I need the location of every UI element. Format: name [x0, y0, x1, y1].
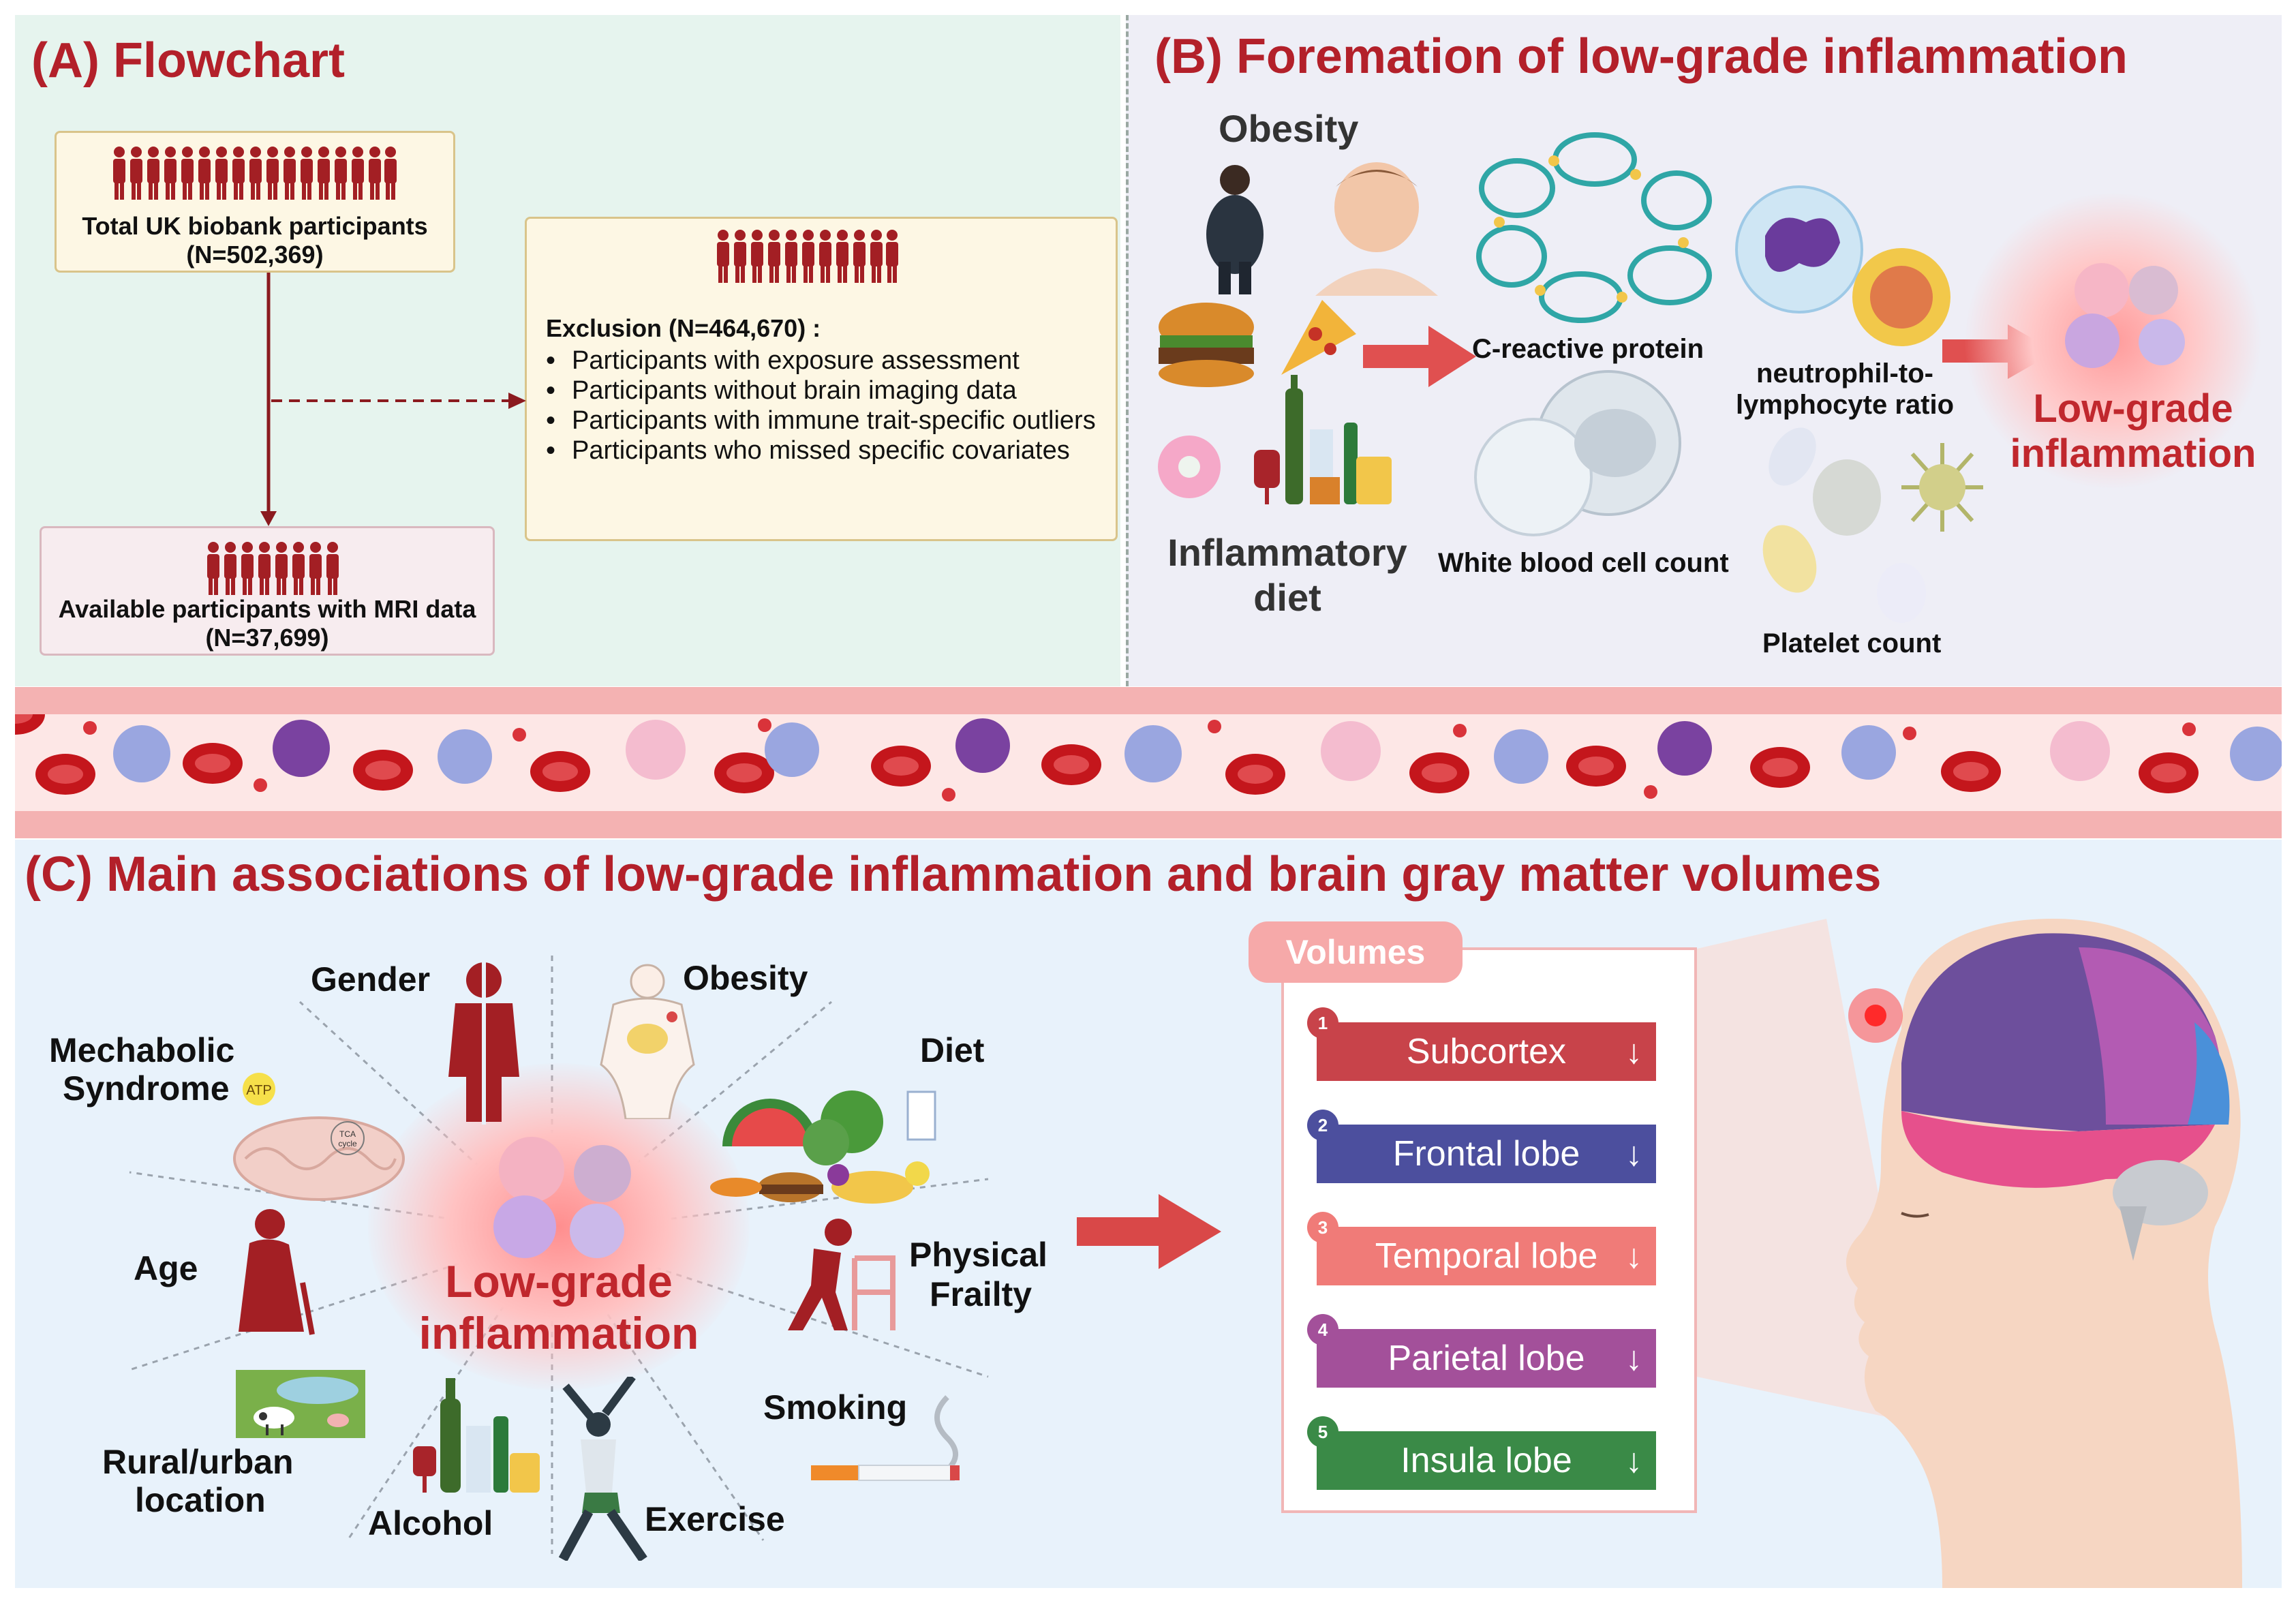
mitochondria-icon: ATP TCA cycle [233, 1073, 405, 1201]
exercise-person-icon [558, 1377, 647, 1561]
volume-bar-parietal: 4 Parietal lobe ↓ [1307, 1314, 1656, 1388]
obesity-body-icon [600, 964, 695, 1119]
arrow-right-icon [1363, 326, 1476, 387]
rural-label-1: Rural/urban [102, 1443, 294, 1481]
platelet-icon [1762, 427, 1983, 623]
available-participants-box: Available participants with MRI data (N=… [40, 526, 495, 656]
platelet-label: Platelet count [1762, 628, 1942, 658]
excluded-people-icon [717, 230, 898, 283]
metabolic-label-1: Mechabolic [49, 1031, 235, 1069]
volume-number: 1 [1307, 1007, 1338, 1039]
exclusion-item: Participants who missed specific covaria… [536, 436, 1109, 465]
gender-icon [448, 961, 519, 1125]
volume-number: 5 [1307, 1416, 1338, 1448]
rural-label-2: location [135, 1481, 266, 1519]
smoking-label: Smoking [763, 1388, 908, 1426]
decrease-arrow-icon: ↓ [1625, 1135, 1642, 1173]
exclusion-box: Exclusion (N=464,670) : Participants wit… [525, 217, 1118, 541]
exclusion-title: Exclusion (N=464,670) : [546, 314, 821, 342]
low-grade-inflammation-label-2: inflammation [2010, 431, 2256, 476]
exclusion-item: Participants with exposure assessment [536, 346, 1109, 376]
rural-farm-icon [236, 1370, 365, 1438]
decrease-arrow-icon: ↓ [1625, 1441, 1642, 1480]
volume-number: 4 [1307, 1314, 1338, 1345]
crp-label: C-reactive protein [1472, 334, 1704, 364]
decrease-arrow-icon: ↓ [1625, 1237, 1642, 1275]
volume-bar-insula: 5 Insula lobe ↓ [1307, 1416, 1656, 1490]
volume-bar-temporal: 3 Temporal lobe ↓ [1307, 1212, 1656, 1285]
neutrophil-lymphocyte-icon [1735, 185, 1950, 346]
exercise-label: Exercise [645, 1500, 785, 1538]
nlr-label-2: lymphocyte ratio [1735, 390, 1955, 420]
inflammatory-diet-icon [1158, 300, 1392, 504]
nlr-label-1: neutrophil-to- [1756, 358, 1933, 388]
frailty-label-2: Frailty [930, 1275, 1032, 1313]
panel-c-title: (C) Main associations of low-grade infla… [25, 847, 1882, 902]
alcohol-bottles-icon [413, 1378, 540, 1493]
blood-cells-row [15, 714, 2282, 802]
exclusion-item: Participants without brain imaging data [536, 376, 1109, 406]
total-participants-count: (N=502,369) [186, 241, 324, 269]
white-blood-cell-icon [1474, 370, 1681, 536]
volume-number: 2 [1307, 1110, 1338, 1141]
atp-label: ATP [246, 1083, 271, 1098]
volume-bar-subcortex: 1 Subcortex ↓ [1307, 1007, 1656, 1081]
volume-label: Frontal lobe [1392, 1134, 1580, 1174]
flowchart-arrows [260, 273, 526, 526]
volume-number: 3 [1307, 1212, 1338, 1243]
crp-protein-icon [1476, 132, 1712, 323]
white-blood-cell-label: White blood cell count [1438, 548, 1729, 578]
age-label: Age [134, 1249, 198, 1287]
tca-label-2: cycle [338, 1139, 357, 1148]
total-participants-label: Total UK biobank participants [82, 212, 428, 240]
alcohol-label: Alcohol [368, 1504, 493, 1542]
volumes-card: 1 Subcortex ↓ 2 Frontal lobe ↓ 3 Tempora… [1281, 947, 1697, 1513]
exclusion-item: Participants with immune trait-specific … [536, 406, 1109, 436]
diet-food-icon [710, 1090, 936, 1204]
obesity-label: Obesity [1219, 107, 1359, 150]
available-participants-count: (N=37,699) [205, 624, 329, 652]
inflammatory-diet-label-1: Inflammatory [1167, 531, 1407, 574]
elderly-person-icon [239, 1209, 315, 1335]
metabolic-label-2: Syndrome [63, 1069, 230, 1108]
volume-label: Temporal lobe [1375, 1236, 1598, 1276]
total-participants-box: Total UK biobank participants (N=502,369… [55, 131, 455, 273]
decrease-arrow-icon: ↓ [1625, 1339, 1642, 1377]
obesity-factor-label: Obesity [683, 959, 808, 997]
volumes-title-tag: Volumes [1249, 921, 1463, 983]
walker-person-icon [788, 1219, 896, 1330]
people-group-icon [113, 147, 397, 200]
inflamed-cells-icon [2065, 263, 2185, 368]
available-people-icon [207, 542, 339, 595]
volume-bar-frontal: 2 Frontal lobe ↓ [1307, 1110, 1656, 1183]
low-grade-inflammation-label-1: Low-grade [2033, 386, 2233, 431]
center-label-1: Low-grade [445, 1256, 673, 1307]
diet-factor-label: Diet [920, 1031, 985, 1069]
arrow-to-volumes-icon [1077, 1194, 1221, 1269]
center-label-2: inflammation [418, 1308, 699, 1358]
head-brain-illustration [1697, 919, 2242, 1588]
gender-label: Gender [311, 960, 431, 998]
panel-divider [1126, 15, 1129, 686]
volume-label: Parietal lobe [1388, 1339, 1585, 1378]
cigarette-icon [811, 1395, 960, 1481]
volume-label: Subcortex [1406, 1032, 1567, 1071]
decrease-arrow-icon: ↓ [1625, 1033, 1642, 1071]
volume-label: Insula lobe [1400, 1441, 1572, 1480]
center-inflammation-glow [368, 1063, 750, 1390]
tca-label-1: TCA [339, 1129, 356, 1139]
panel-a-title: (A) Flowchart [31, 33, 345, 88]
frailty-label-1: Physical [909, 1236, 1047, 1274]
inflammatory-diet-label-2: diet [1253, 576, 1321, 619]
available-participants-label: Available participants with MRI data [58, 595, 476, 623]
exclusion-list: Participants with exposure assessment Pa… [536, 346, 1109, 465]
panel-b-title: (B) Foremation of low-grade inflammation [1154, 29, 2128, 84]
obese-person-icon [1206, 162, 1438, 296]
center-cells-icon [493, 1137, 631, 1258]
